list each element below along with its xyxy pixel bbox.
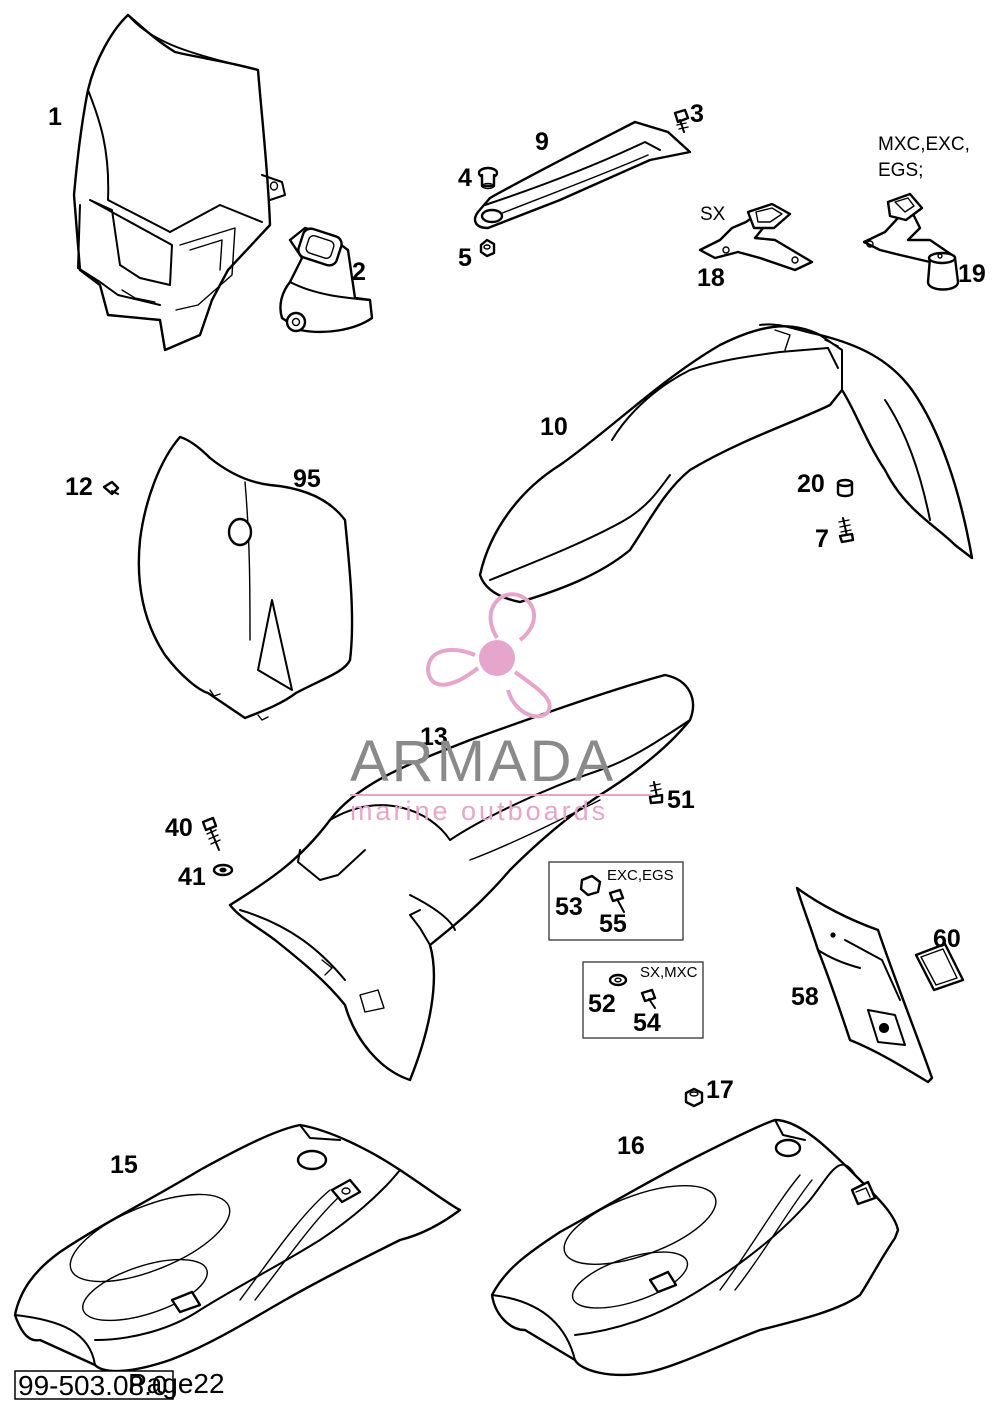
page-label: Page22 — [128, 1368, 225, 1399]
note-variant-18: SX — [700, 204, 726, 225]
part-3-screw: 3 — [673, 100, 704, 133]
part-5-nut: 5 — [458, 238, 496, 272]
callout-58: 58 — [791, 983, 819, 1011]
part-9-slider: 9 — [473, 120, 692, 230]
part-1-headlight-mask: 1 — [48, 13, 286, 352]
part-17-nut: 17 — [684, 1076, 734, 1108]
footer: 99-503.08.0 Page22 — [14, 1368, 225, 1401]
watermark: ARMADA marine outboards — [350, 592, 652, 826]
callout-17: 17 — [706, 1076, 734, 1104]
part-16-fender-panel: 16 — [490, 1118, 900, 1377]
callout-15: 15 — [110, 1151, 138, 1179]
callout-55: 55 — [599, 910, 627, 938]
callout-40: 40 — [165, 814, 193, 842]
part-95-number-plate: 95 — [137, 435, 354, 721]
note-box-52-54: SX,MXC — [640, 964, 698, 981]
callout-1: 1 — [48, 103, 62, 131]
callout-4: 4 — [458, 164, 472, 192]
part-18-bracket-sx: SX 18 — [697, 202, 814, 292]
callout-53: 53 — [555, 893, 583, 921]
part-10-front-fender: 10 — [478, 323, 974, 604]
part-58-mud-flap: 58 — [791, 886, 934, 1084]
part-12-screw: 12 — [65, 473, 120, 501]
callout-41: 41 — [178, 863, 206, 891]
callout-18: 18 — [697, 264, 725, 292]
part-60-gasket: 60 — [914, 925, 965, 992]
kit-box-52-54: SX,MXC 52 54 — [582, 961, 704, 1039]
note-box-53-55: EXC,EGS — [607, 867, 674, 884]
part-13-rear-fender: 13 — [228, 673, 695, 1082]
part-7-screw: 7 — [815, 517, 855, 553]
callout-9: 9 — [535, 128, 549, 156]
callout-60: 60 — [933, 925, 961, 953]
note-variant-19-line1: MXC,EXC, — [878, 134, 970, 155]
propeller-logo-icon — [425, 592, 552, 719]
drawing-code: 99-503.08.0 — [18, 1370, 167, 1401]
part-4-bolt: 4 — [458, 164, 499, 192]
callout-51: 51 — [667, 786, 695, 814]
kit-box-53-55: EXC,EGS 53 55 — [548, 861, 684, 941]
watermark-name: ARMADA — [350, 729, 616, 794]
callout-19: 19 — [958, 260, 986, 288]
callout-13: 13 — [420, 723, 448, 751]
callout-5: 5 — [458, 244, 472, 272]
part-40-bolt: 40 — [165, 814, 221, 851]
callout-16: 16 — [617, 1132, 645, 1160]
note-variant-19-line2: EGS; — [878, 160, 923, 181]
callout-54: 54 — [633, 1009, 661, 1037]
callout-10: 10 — [540, 413, 568, 441]
part-51-screw: 51 — [648, 781, 695, 814]
callout-3: 3 — [690, 100, 704, 128]
part-15-fender-panel: 15 — [13, 1123, 462, 1373]
part-20-cap: 20 — [797, 470, 854, 498]
callout-7: 7 — [815, 525, 829, 553]
callout-95: 95 — [293, 465, 321, 493]
callout-20: 20 — [797, 470, 825, 498]
part-2-bracket: 2 — [279, 226, 374, 334]
watermark-tagline: marine outboards — [350, 796, 608, 826]
part-41-washer: 41 — [178, 863, 234, 891]
callout-2: 2 — [352, 258, 366, 286]
callout-52: 52 — [588, 990, 616, 1018]
callout-12: 12 — [65, 473, 93, 501]
part-19-bracket-mxc-exc-egs: MXC,EXC, EGS; 19 — [862, 134, 986, 291]
